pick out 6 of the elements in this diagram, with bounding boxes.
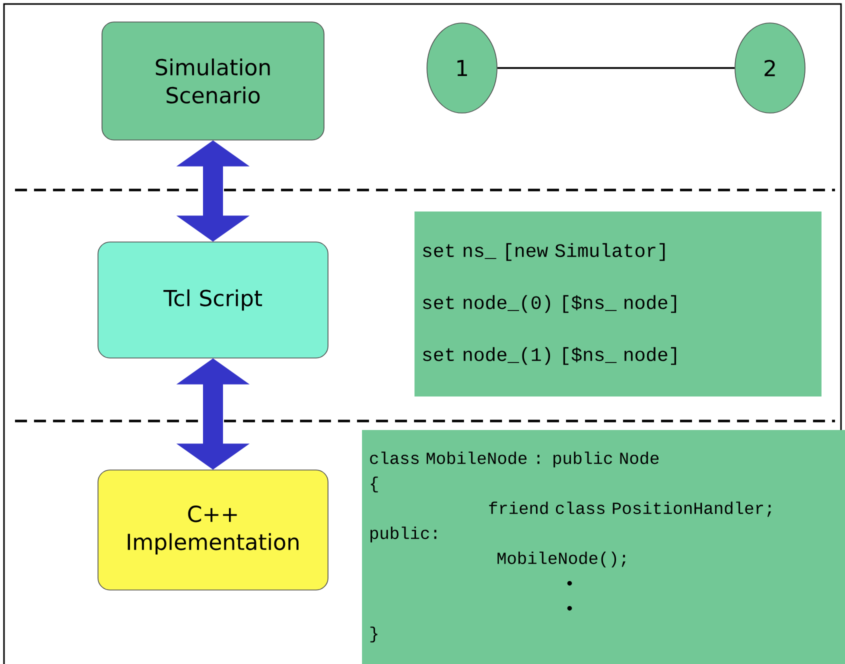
- code-box: class MobileNode : public Node { friend class PositionHandler; public: MobileNode(); • • }: [362, 430, 845, 664]
- process-box: C++ Implementation: [98, 470, 328, 590]
- link-line: [497, 67, 735, 69]
- process-box: Tcl Script: [98, 242, 328, 358]
- code-box: set ns_ [new Simulator] set node_(0) [$ns_ node] set node_(1) [$ns_ node]: [414, 212, 822, 396]
- process-box: Simulation Scenario: [102, 22, 324, 140]
